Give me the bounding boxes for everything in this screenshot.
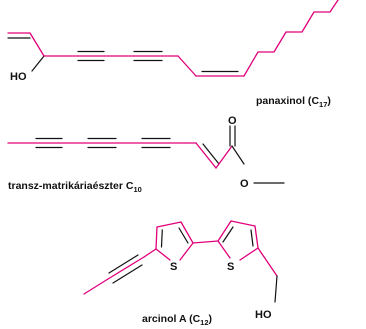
ring1-bond-c4-c3 xyxy=(156,221,182,228)
matrikaria-ester-structure: O O xyxy=(7,115,285,190)
ring2-bond-c3-c4 xyxy=(230,220,256,227)
arcinol-triple-a xyxy=(107,256,145,280)
panaxinol-formula-close: ) xyxy=(327,95,331,107)
ring2-bond-c4-c5 xyxy=(254,225,259,249)
ester-caption: transz-matrikáriaészter C10 xyxy=(8,180,142,194)
arcinol-hydroxyl-label: HO xyxy=(255,309,272,321)
arcinol-bond-to-ring1 xyxy=(143,248,157,258)
ring2-bond-s-c2 xyxy=(217,240,231,259)
ester-bond-to-carbonyl xyxy=(215,145,233,169)
arcinol-methyl-bond xyxy=(83,278,109,295)
arcinol-triple-b xyxy=(108,254,139,274)
ring2-bond-c2-c3-double xyxy=(222,226,234,243)
panaxinol-structure: HO xyxy=(7,0,339,83)
ester-name: transz-matrikáriaészter xyxy=(8,180,123,192)
arcinol-structure: S S HO xyxy=(83,220,278,321)
ring1-bond-s-c5 xyxy=(155,248,171,261)
arcinol-triple-c xyxy=(112,264,143,284)
arcinol-formula-close: ) xyxy=(209,313,213,325)
ring2-sulfur: S xyxy=(227,261,234,273)
ester-formula-count: 10 xyxy=(134,185,142,194)
panaxinol-caption: panaxinol (C17) xyxy=(256,95,331,109)
ring1-sulfur: S xyxy=(170,261,177,273)
ester-formula-element: C xyxy=(126,180,134,192)
arcinol-formula-open: ( xyxy=(186,313,193,325)
arcinol-caption: arcinol A (C12) xyxy=(142,313,212,327)
ring1-bond-c2-s xyxy=(179,242,194,261)
arcinol-ch2-bond xyxy=(257,247,278,277)
ring1-bond-c5-c4-double xyxy=(160,229,163,248)
panaxinol-oh-bond xyxy=(31,55,45,72)
ring1-bond-c5-c4 xyxy=(155,226,158,250)
panaxinol-formula-element: C xyxy=(311,95,319,107)
panaxinol-formula-open: ( xyxy=(305,95,312,107)
ester-trans-double-b xyxy=(202,143,220,165)
panaxinol-name: panaxinol xyxy=(256,95,305,107)
panaxinol-alkyl-tail xyxy=(243,0,339,77)
panaxinol-bond-c2-c3 xyxy=(29,32,45,57)
ring2-bond-c5-s xyxy=(239,247,259,261)
arcinol-oh-bond xyxy=(274,275,278,303)
panaxinol-formula-count: 17 xyxy=(319,100,327,109)
arcinol-formula-element: C xyxy=(193,313,201,325)
arcinol-name: arcinol A xyxy=(142,313,187,325)
ester-trans-double-a xyxy=(195,142,217,169)
panaxinol-bond-c10-c11 xyxy=(177,55,197,77)
ester-carbonyl-oxygen: O xyxy=(228,115,237,127)
ester-alkoxy-bond xyxy=(231,145,245,165)
ring2-bond-c4-c5-double xyxy=(250,229,254,247)
arcinol-formula-count: 12 xyxy=(200,318,208,327)
ester-ether-oxygen: O xyxy=(240,178,249,190)
arcinol-biaryl-bond xyxy=(192,240,219,244)
ring1-bond-c3-c2-double xyxy=(178,227,189,244)
ring1-bond-c3-c2 xyxy=(180,221,194,244)
ring2-bond-c2-c3 xyxy=(217,220,232,242)
panaxinol-hydroxyl-label: HO xyxy=(10,71,27,83)
